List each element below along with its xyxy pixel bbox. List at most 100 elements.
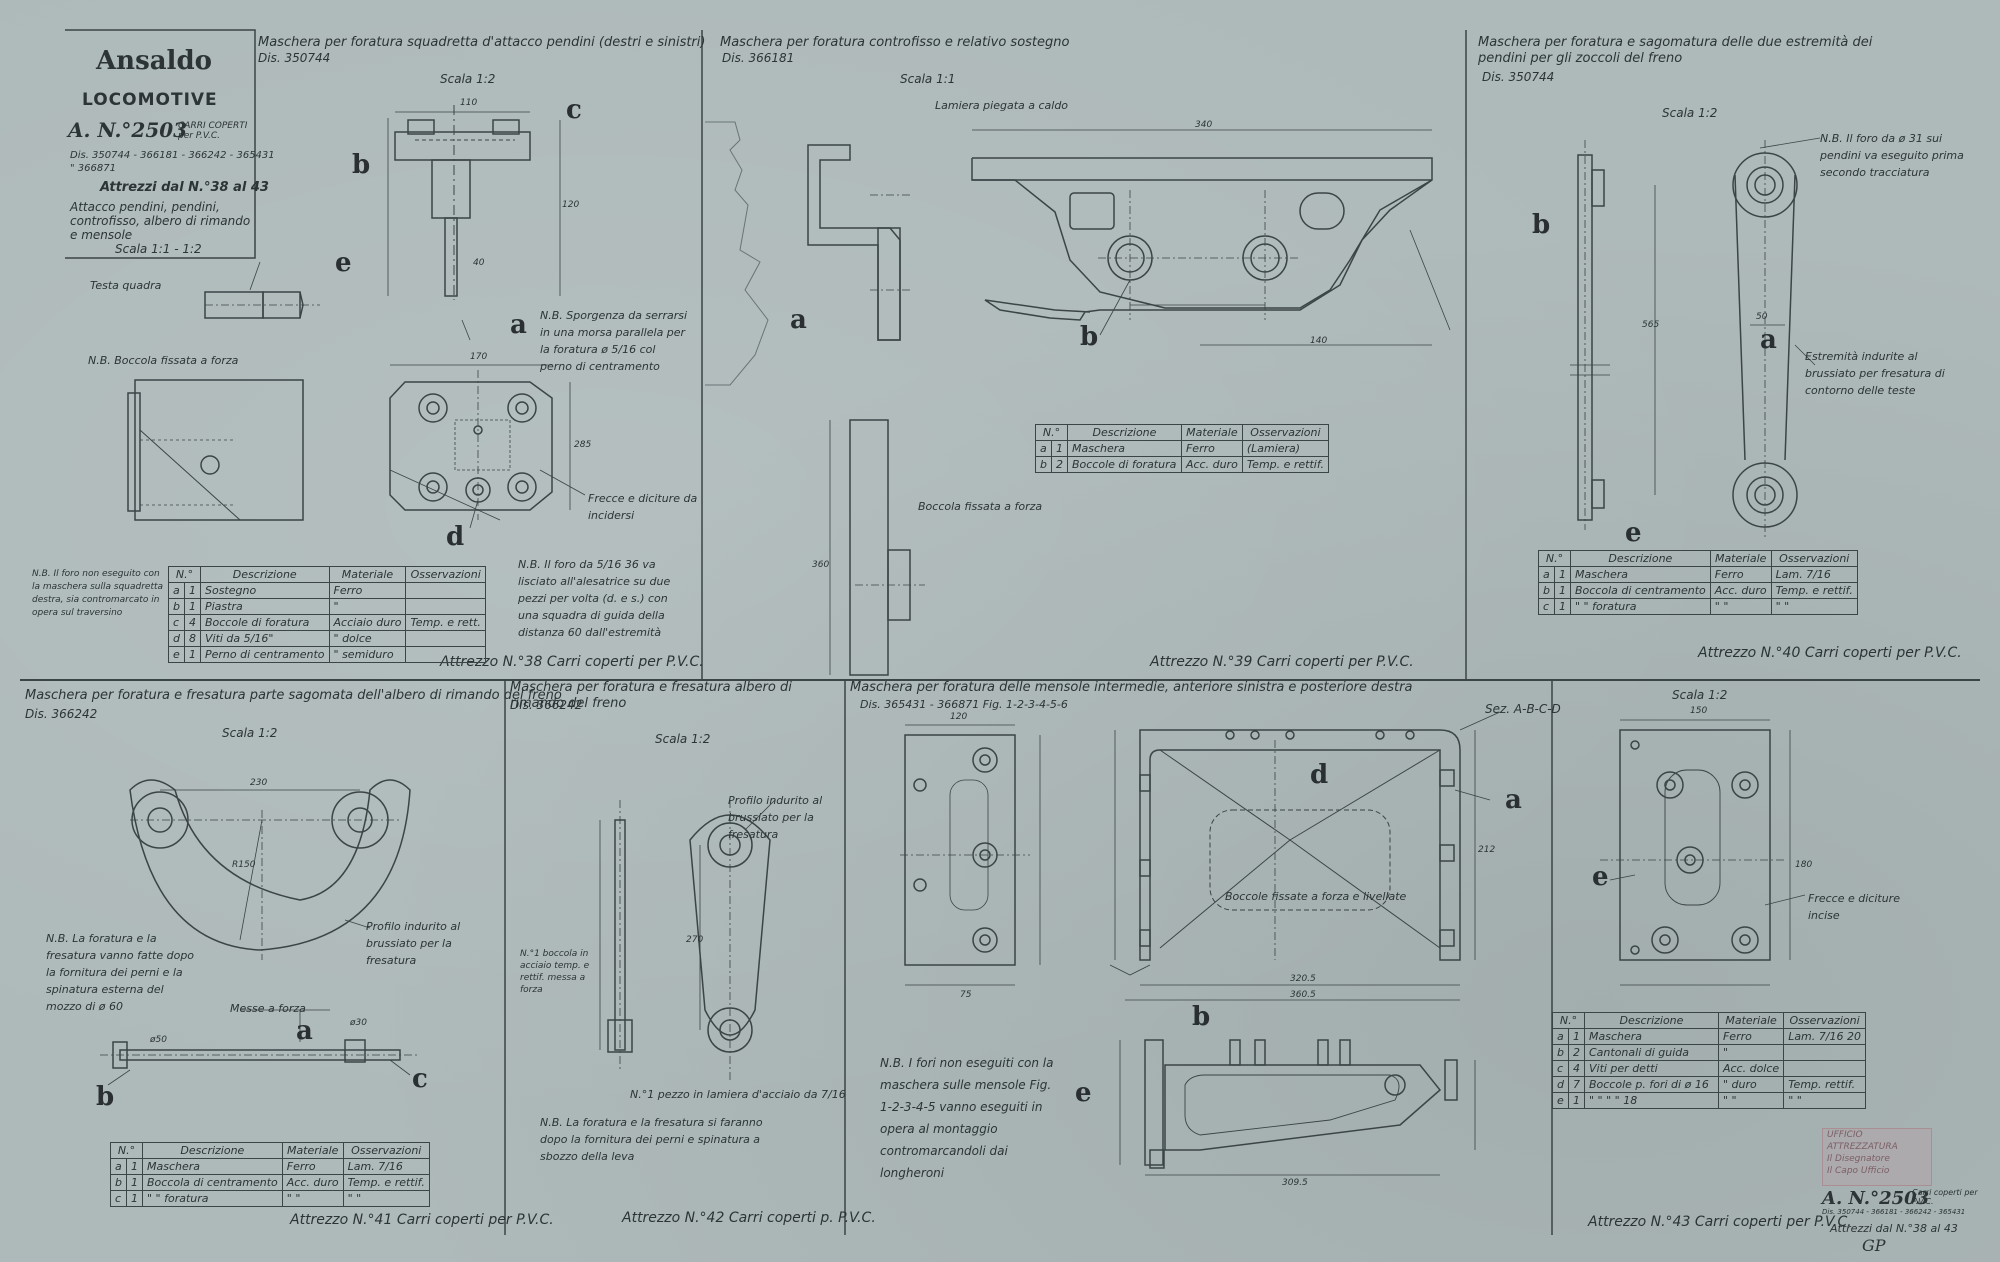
p40-title: Maschera per foratura e sagomatura delle… (1478, 35, 1873, 66)
p38-title: Maschera per foratura squadretta d'attac… (258, 35, 706, 50)
p43-dim-h2: 180 (1795, 860, 1813, 870)
p39-bushing-note: Boccola fissata a forza (918, 500, 1043, 513)
bottom-dis: Dis. 350744 - 366181 - 366242 - 365431 (1822, 1208, 1966, 1216)
p43-footer: Attrezzo N.°43 Carri coperti per P.V.C. (1588, 1214, 1852, 1230)
p43-label-b: b (1192, 1002, 1211, 1032)
p39-sheet-note: Lamiera piegata a caldo (935, 99, 1069, 112)
p41-label-a: a (296, 1016, 313, 1046)
p40-footer: Attrezzo N.°40 Carri coperti per P.V.C. (1698, 645, 1962, 661)
p41-dim-r: R150 (232, 860, 256, 870)
p43-label-a: a (1505, 785, 1522, 815)
p38-dis: Dis. 350744 (258, 51, 331, 65)
division: LOCOMOTIVE (82, 90, 218, 110)
p38-bore-note: N.B. Il foro da 5/16 36 va lisciato all'… (518, 558, 671, 639)
p43-dim-h: 212 (1478, 845, 1496, 855)
p38-dim-base: 40 (473, 258, 485, 268)
p38-clamp-note: N.B. Sporgenza da serrarsi in una morsa … (540, 309, 688, 373)
p43-scale: Scala 1:2 (1672, 688, 1728, 702)
p38-footer: Attrezzo N.°38 Carri coperti per P.V.C. (440, 654, 704, 670)
p39-footer: Attrezzo N.°39 Carri coperti per P.V.C. (1150, 654, 1414, 670)
p40-ends-note: Estremità indurite al brussiato per fres… (1805, 350, 1945, 397)
bottom-note: Carri coperti per P.V.C. (1912, 1188, 1978, 1206)
p38-dim-h: 120 (562, 200, 580, 210)
p43-label-d: d (1310, 760, 1329, 790)
p42-bushing-note: N.°1 boccola in acciaio temp. e rettif. … (520, 949, 590, 995)
p39-dis: Dis. 366181 (722, 51, 795, 65)
p41-dim-d2: ø30 (350, 1018, 367, 1028)
p41-profile-note: Profilo indurito al brussiato per la fre… (366, 920, 461, 967)
p39-dim-w: 340 (1195, 120, 1213, 130)
p42-dim-len: 270 (686, 935, 704, 945)
company-name: Ansaldo (96, 46, 212, 76)
p41-dis: Dis. 366242 (25, 707, 98, 721)
th-desc: Descrizione (199, 566, 330, 583)
p38-dim-plate-w: 170 (470, 352, 488, 362)
p43-dim-side: 75 (960, 990, 972, 1000)
p43-label-e: e (1075, 1078, 1092, 1108)
p41-label-c: c (412, 1064, 428, 1094)
title-description: Attacco pendini, pendini, controfisso, a… (70, 200, 251, 242)
p43-bushing-note: Boccole fissate a forza e livellate (1225, 890, 1407, 903)
p39-label-b: b (1080, 322, 1099, 352)
p43-holes-note: N.B. I fori non eseguiti con la maschera… (880, 1056, 1054, 1180)
p43-dim-inner: 320.5 (1290, 974, 1316, 984)
p43-dim-w2: 150 (1690, 706, 1708, 716)
p39-title: Maschera per foratura controfisso e rela… (720, 35, 1070, 50)
p41-dim-w: 230 (250, 778, 268, 788)
p39-dim-bottom: 140 (1310, 336, 1328, 346)
th-obs: Osservazioni (405, 566, 486, 583)
p43-dis: Dis. 365431 - 366871 Fig. 1-2-3-4-5-6 (860, 698, 1068, 711)
p38-label-d: d (446, 522, 465, 552)
p38-arrows-note: Frecce e diciture da incidersi (588, 492, 698, 522)
bottom-number: A. N.°2503 (1822, 1188, 1930, 1209)
p38-label-c: c (566, 95, 582, 125)
p41-label-b: b (96, 1082, 115, 1112)
p43-dim-w1: 120 (950, 712, 968, 722)
p38-hole-note: N.B. Il foro non eseguito con la mascher… (32, 569, 164, 618)
p42-dis: Dis. 366242 (510, 698, 583, 712)
p41-mill-note: N.B. La foratura e la fresatura vanno fa… (46, 932, 195, 1013)
p39-dim-height: 360 (812, 560, 830, 570)
p43-dim-bottom: 309.5 (1282, 1178, 1308, 1188)
p38-scale: Scala 1:2 (440, 72, 496, 86)
p43-title: Maschera per foratura delle mensole inte… (850, 680, 1413, 695)
signature: GP (1862, 1236, 1886, 1255)
p38-dim-top: 110 (460, 98, 478, 108)
p38-thread-note: Testa quadra (90, 279, 162, 292)
p43-label-e2: e (1592, 862, 1609, 892)
p38-label-a: a (510, 310, 527, 340)
p43-arrows-note: Frecce e diciture incise (1808, 892, 1900, 922)
p38-dim-plate-h: 285 (574, 440, 592, 450)
p40-bore-note: N.B. Il foro da ø 31 sui pendini va eseg… (1820, 132, 1964, 179)
title-scale: Scala 1:1 - 1:2 (115, 242, 202, 256)
p40-scale: Scala 1:2 (1662, 106, 1718, 120)
th-mat: Materiale (328, 566, 407, 583)
drawing-refs: Dis. 350744 - 366181 - 366242 - 365431 (70, 150, 275, 161)
title-box (65, 29, 256, 259)
drawing-refs-2: " 366871 (70, 163, 116, 174)
p40-label-e: e (1625, 518, 1642, 548)
p43-section: Sez. A-B-C-D (1485, 702, 1561, 716)
p40-label-b: b (1532, 210, 1551, 240)
